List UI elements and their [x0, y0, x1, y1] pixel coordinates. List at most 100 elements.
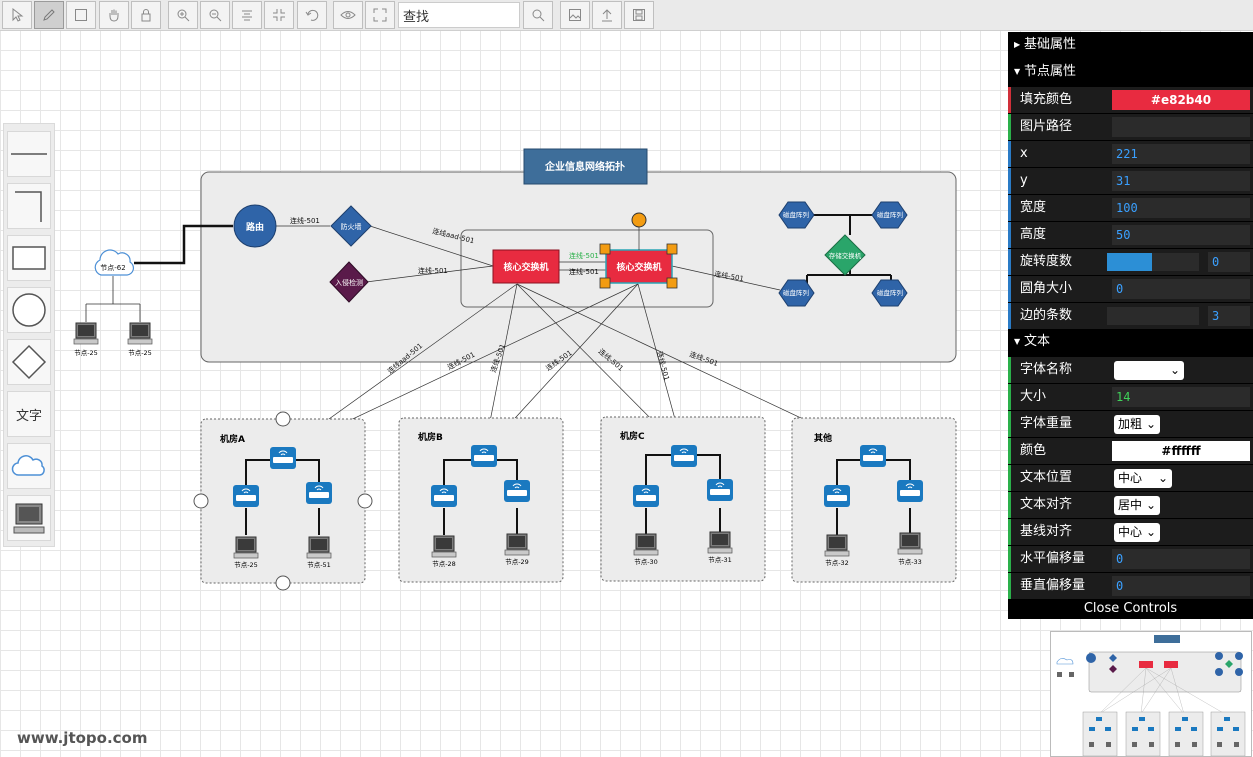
chevron-down-icon: ⌄: [1157, 471, 1168, 485]
h-offset-input[interactable]: 0: [1112, 549, 1250, 569]
fullscreen-icon[interactable]: [365, 1, 395, 29]
room-other: 其他 节点-32 节点-33: [791, 417, 957, 583]
svg-text:节点-28: 节点-28: [432, 560, 456, 568]
caret-right-icon: ▶: [1014, 40, 1021, 49]
lock-icon[interactable]: [131, 1, 161, 29]
image-path-input[interactable]: [1112, 117, 1250, 137]
section-basic[interactable]: ▶ 基础属性: [1008, 33, 1253, 57]
section-text[interactable]: ▼ 文本: [1008, 330, 1253, 354]
cloud-shape-icon[interactable]: [7, 443, 51, 489]
sides-slider[interactable]: [1107, 307, 1199, 325]
prop-sides: 边的条数 3: [1008, 303, 1253, 329]
section-node[interactable]: ▼ 节点属性: [1008, 60, 1253, 84]
elbow-line-icon[interactable]: [7, 183, 51, 229]
ids-label: 入侵检测: [335, 278, 363, 287]
core-switch-2-selected: [605, 249, 673, 284]
prop-size: 大小 14: [1008, 384, 1253, 410]
hand-tool-icon[interactable]: [99, 1, 129, 29]
svg-text:节点-31: 节点-31: [708, 556, 732, 564]
prop-fill-color: 填充颜色 #e82b40: [1008, 87, 1253, 113]
zoom-in-icon[interactable]: [168, 1, 198, 29]
pc-icon: [73, 322, 99, 345]
core-switch-2-label: 核心交换机: [616, 261, 661, 273]
zoom-out-icon[interactable]: [200, 1, 230, 29]
svg-text:节点-30: 节点-30: [634, 558, 658, 566]
close-controls-button[interactable]: Close Controls: [1083, 601, 1178, 616]
prop-radius: 圆角大小 0: [1008, 276, 1253, 302]
search-input[interactable]: [398, 2, 520, 28]
disk-array-label: 磁盘阵列: [877, 210, 903, 219]
prop-font-name: 字体名称 ⌄: [1008, 357, 1253, 383]
upload-icon[interactable]: [592, 1, 622, 29]
pc-label: 节点-25: [74, 349, 98, 357]
font-weight-select[interactable]: 加粗⌄: [1114, 415, 1160, 434]
link-label: 连线-501: [418, 266, 448, 275]
baseline-select[interactable]: 中心⌄: [1114, 523, 1160, 542]
undo-icon[interactable]: [297, 1, 327, 29]
svg-text:机房B: 机房B: [418, 431, 443, 443]
pc-label: 节点-25: [128, 349, 152, 357]
text-color-input[interactable]: #ffffff: [1112, 441, 1250, 461]
chevron-down-icon: ⌄: [1169, 363, 1180, 377]
prop-x: x 221: [1008, 141, 1253, 167]
rotation-slider[interactable]: [1107, 253, 1199, 271]
storage-switch-label: 存储交换机: [829, 251, 862, 260]
firewall-node: [330, 205, 372, 247]
prop-baseline: 基线对齐 中心⌄: [1008, 519, 1253, 545]
fill-color-input[interactable]: #e82b40: [1112, 90, 1250, 110]
minimap[interactable]: [1050, 631, 1252, 757]
x-input[interactable]: 221: [1112, 144, 1250, 164]
pointer-tool-icon[interactable]: [2, 1, 32, 29]
align-center-icon[interactable]: [232, 1, 262, 29]
core-switch-1: [492, 249, 560, 284]
resize-handles: [599, 243, 678, 289]
diamond-shape-icon[interactable]: [7, 339, 51, 385]
firewall-label: 防火墙: [341, 222, 362, 231]
text-position-select[interactable]: 中心⌄: [1114, 469, 1172, 488]
font-name-select[interactable]: ⌄: [1114, 361, 1184, 380]
computer-shape-icon[interactable]: [7, 495, 51, 541]
link-label: 连线-501: [569, 267, 599, 276]
line-shape-icon[interactable]: [7, 131, 51, 177]
radius-input[interactable]: 0: [1112, 279, 1250, 299]
prop-height: 高度 50: [1008, 222, 1253, 248]
prop-width: 宽度 100: [1008, 195, 1253, 221]
search-icon[interactable]: [523, 1, 553, 29]
size-input[interactable]: 14: [1112, 387, 1250, 407]
rotation-input[interactable]: 0: [1208, 252, 1250, 272]
svg-text:节点-51: 节点-51: [307, 561, 331, 569]
rect-tool-icon[interactable]: [66, 1, 96, 29]
fit-view-icon[interactable]: [264, 1, 294, 29]
svg-text:节点-25: 节点-25: [234, 561, 258, 569]
pencil-tool-icon[interactable]: [34, 1, 64, 29]
rotate-handle[interactable]: [631, 212, 647, 228]
height-input[interactable]: 50: [1112, 225, 1250, 245]
svg-text:机房A: 机房A: [220, 433, 245, 445]
prop-y: y 31: [1008, 168, 1253, 194]
rectangle-shape-icon[interactable]: [7, 235, 51, 281]
diagram-title: 企业信息网络拓扑: [544, 160, 625, 173]
circle-shape-icon[interactable]: [7, 287, 51, 333]
width-input[interactable]: 100: [1112, 198, 1250, 218]
core-switch-1-label: 核心交换机: [503, 261, 548, 273]
caret-down-icon: ▼: [1014, 337, 1021, 346]
prop-text-position: 文本位置 中心⌄: [1008, 465, 1253, 491]
room-c: 机房C 节点-30 节点-31: [600, 416, 766, 582]
prop-text-align: 文本对齐 居中⌄: [1008, 492, 1253, 518]
pc-icon: [127, 322, 153, 345]
storage-switch-node: [824, 234, 866, 276]
eye-preview-icon[interactable]: [333, 1, 363, 29]
text-shape-item[interactable]: 文字: [7, 391, 51, 437]
router-node: [233, 204, 277, 248]
save-icon[interactable]: [624, 1, 654, 29]
text-align-select[interactable]: 居中⌄: [1114, 496, 1160, 515]
y-input[interactable]: 31: [1112, 171, 1250, 191]
sides-input[interactable]: 3: [1208, 306, 1250, 326]
v-offset-input[interactable]: 0: [1112, 576, 1250, 596]
export-image-icon[interactable]: [560, 1, 590, 29]
prop-v-offset: 垂直偏移量 0: [1008, 573, 1253, 599]
svg-text:机房C: 机房C: [620, 430, 645, 442]
router-label: 路由: [246, 221, 264, 233]
shape-palette: 文字: [3, 123, 55, 547]
